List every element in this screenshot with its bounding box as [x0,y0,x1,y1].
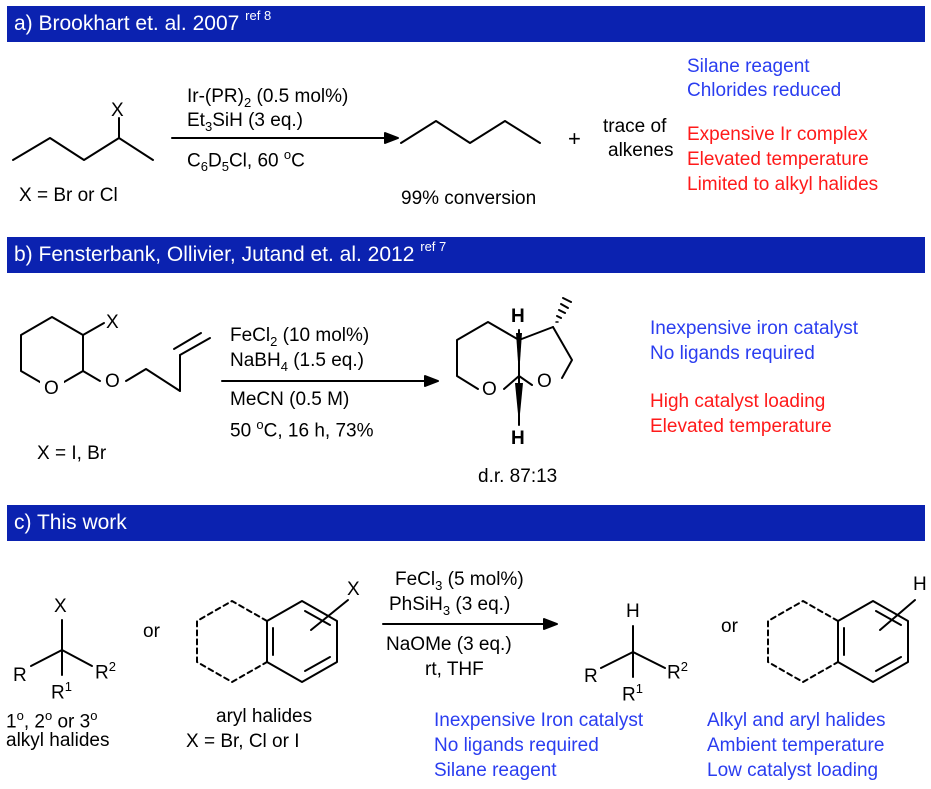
c-sub2-note1: aryl halides [216,706,313,727]
b-substrate-ring-o: O [44,378,59,399]
c-sub2-cx-bond [310,599,349,631]
b-product-ring-b-2 [552,326,573,379]
c-sub2-x: X [347,579,360,600]
b-product-h-top: H [511,306,525,327]
c-sub2-aromatic-ring [266,600,338,683]
a-yield: 99% conversion [401,188,537,209]
c-prod2-double-2 [875,656,902,672]
c-pro-left-2: No ligands required [434,735,599,756]
c-condition-2: rt, THF [425,659,484,680]
a-byproduct-line1: trace of [603,116,667,137]
a-byproduct-line2: alkenes [608,140,674,161]
b-pro-1: Inexpensive iron catalyst [650,318,859,339]
c-prod2-dashed-ring [767,600,839,683]
b-reagent1: FeCl2 (10 mol%) [230,325,370,349]
c-condition-1: NaOMe (3 eq.) [386,634,512,655]
c-prod2-double-1 [875,610,902,626]
b-product-methyl-hash [555,297,572,323]
c-prod1-h: H [626,601,640,622]
c-sub1-r-bond [30,649,63,667]
b-substrate-co-bond [82,370,101,382]
c-prod1-r2-bond [632,651,666,669]
section-b-ref: ref 7 [420,239,447,254]
c-arrow-head [543,618,558,630]
b-substrate-x: X [106,312,119,333]
section-b-header: b) Fensterbank, Ollivier, Jutand et. al.… [7,237,925,273]
b-product-o-furan: O [537,371,552,392]
b-allyl-double-1 [179,337,211,356]
c-or-1: or [143,621,160,642]
c-sub2-double-1 [304,610,331,626]
a-arrow-head [384,132,399,144]
b-arrow-head [424,375,439,387]
a-substrate-note: X = Br or Cl [19,185,118,206]
c-sub1-r1: R1 [51,679,72,704]
c-prod1-r-bond [600,651,634,669]
b-con-1: High catalyst loading [650,391,826,412]
a-reagent1: Ir-(PR)2 (0.5 mol%) [187,86,349,110]
b-dr: d.r. 87:13 [478,466,558,487]
section-c-title: c) This work [14,511,127,534]
a-pro-2: Chlorides reduced [687,80,842,101]
b-allyl-double-2 [173,332,202,350]
c-reagent1: FeCl3 (5 mol%) [395,569,524,593]
c-sub2-dashed-ring [196,600,268,683]
a-plus: + [568,126,581,151]
b-product-ring-a [456,321,520,390]
c-sub1-note1: 1o, 2o or 3o [6,708,98,733]
c-sub1-r2: R2 [95,659,116,684]
b-pro-2: No ligands required [650,343,815,364]
c-sub1-r: R [13,665,27,686]
c-sub1-r2-bond [61,649,93,667]
b-condition-1: MeCN (0.5 M) [230,389,350,410]
c-prod2-aromatic-ring [837,600,909,683]
a-pro-1: Silane reagent [687,56,810,77]
c-sub2-note2: X = Br, Cl or I [186,731,300,752]
b-product-wedge2 [515,383,523,424]
section-b-title: b) Fensterbank, Ollivier, Jutand et. al.… [14,243,415,266]
b-substrate-ether-o: O [105,371,120,392]
c-sub1-x: X [54,596,67,617]
b-product-h-bottom: H [511,428,525,449]
b-product-wedge [516,333,522,376]
c-sub2-double-2 [304,656,331,672]
b-reagent2: NaBH4 (1.5 eq.) [230,350,364,374]
b-substrate-note: X = I, Br [37,443,107,464]
c-or-2: or [721,616,738,637]
section-c-header: c) This work [7,505,925,541]
b-substrate-cx-bond [82,322,105,336]
c-pro-left-3: Silane reagent [434,760,557,781]
c-pro-right-1: Alkyl and aryl halides [707,710,886,731]
section-a-ref: ref 8 [245,8,272,23]
c-pro-right-2: Ambient temperature [707,735,885,756]
a-con-3: Limited to alkyl halides [687,174,879,195]
b-product-ring-a-2 [503,375,520,390]
a-conditions: C6D5Cl, 60 oC [187,147,305,175]
c-pro-right-3: Low catalyst loading [707,760,879,781]
c-reagent2: PhSiH3 (3 eq.) [389,594,511,618]
c-sub1-note2: alkyl halides [6,730,110,751]
c-prod1-r1: R1 [622,681,643,706]
a-con-2: Elevated temperature [687,149,869,170]
section-a-header: a) Brookhart et. al. 2007 ref 8 [7,6,925,42]
c-prod1-r: R [584,666,598,687]
b-product-ring-b-1 [518,326,554,341]
b-product-o-ring: O [482,379,497,400]
a-con-1: Expensive Ir complex [687,124,868,145]
c-prod2-ch-bond [879,599,916,631]
c-prod2-h: H [913,574,927,595]
b-condition-2: 50 oC, 16 h, 73% [230,417,374,442]
b-allyl-chain-1 [125,368,181,392]
a-reagent2: Et3SiH (3 eq.) [187,110,303,134]
section-a-title: a) Brookhart et. al. 2007 [14,12,240,35]
a-product-pentane [400,120,541,144]
c-pro-left-1: Inexpensive Iron catalyst [434,710,644,731]
c-prod1-r2: R2 [667,659,688,684]
b-con-2: Elevated temperature [650,416,832,437]
b-product-ring-b-3 [518,375,533,386]
a-substrate-x: X [111,100,124,121]
a-substrate-chain [12,137,154,161]
